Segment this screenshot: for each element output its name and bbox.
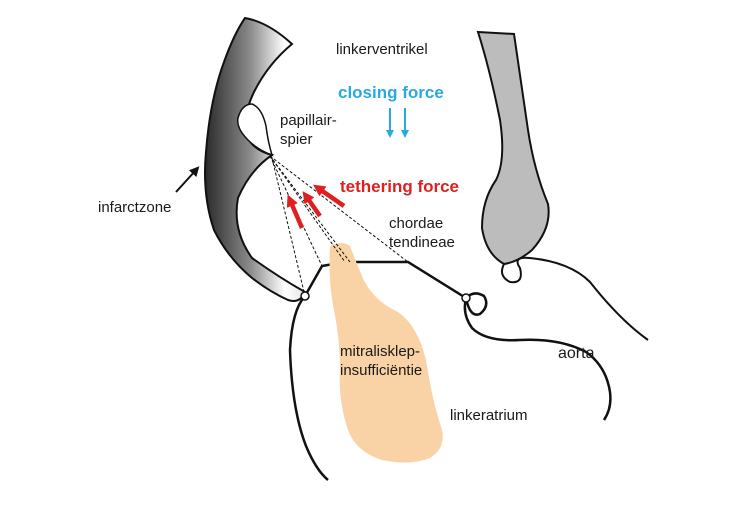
tethering-force-label: tethering force: [340, 177, 459, 196]
posterior-mitral-leaflet: [350, 260, 488, 316]
left-ventricle-label: linkerventrikel: [336, 41, 428, 58]
papillary-label-line2: spier: [280, 131, 313, 148]
atrium-right-wall: [463, 297, 612, 421]
papillary-label-line1: papillair-: [280, 112, 337, 129]
aortic-root: [501, 256, 649, 341]
chordae-label-line1: chordae: [389, 215, 443, 232]
closing-force-arrows: [386, 108, 409, 138]
aorta-label: aorta: [558, 345, 595, 362]
regurgitation-label-line2: insufficiëntie: [340, 362, 422, 379]
annulus-point-right: [461, 293, 471, 303]
annulus-point-left: [300, 291, 310, 301]
regurgitation-label-line1: mitralisklep-: [340, 343, 420, 360]
left-atrium-label: linkeratrium: [450, 407, 528, 424]
closing-force-label: closing force: [338, 83, 444, 102]
left-atrium-wall: [288, 295, 329, 481]
regurgitant-jet: [329, 243, 443, 463]
infarct-pointer-arrow: [175, 166, 200, 193]
aortic-wall: [476, 30, 550, 266]
infarct-zone-label: infarctzone: [98, 199, 171, 216]
papillary-muscle: [236, 103, 274, 157]
ventricular-wall-infarct: [204, 16, 307, 302]
tethering-force-arrows: [286, 184, 346, 229]
chordae-label-line2: tendineae: [389, 234, 455, 251]
